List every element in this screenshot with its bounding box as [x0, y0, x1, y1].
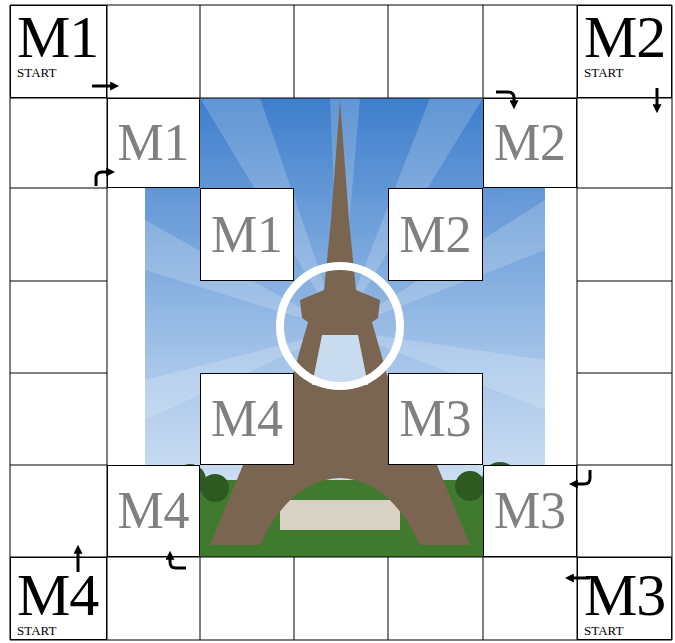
- player-label: M1: [117, 115, 189, 171]
- home-cell: M3: [388, 373, 483, 465]
- home-cell: M4: [107, 465, 200, 557]
- turn-arrow: [496, 92, 514, 102]
- home-cell: M2: [483, 98, 577, 188]
- start-label: START: [17, 66, 100, 79]
- home-cell: M2: [388, 188, 483, 281]
- home-cell: M3: [483, 465, 577, 557]
- start-arrow: [92, 85, 112, 88]
- player-label: M1: [211, 207, 283, 263]
- player-label: M2: [399, 207, 471, 263]
- turn-arrow: [170, 558, 186, 568]
- home-cell: M4: [200, 373, 294, 465]
- turn-arrow: [96, 172, 108, 186]
- turn-arrow: [576, 470, 590, 484]
- player-label: M3: [494, 483, 566, 539]
- player-label: M3: [399, 391, 471, 447]
- center-ring: [280, 266, 400, 386]
- home-cell: M1: [107, 98, 200, 188]
- start-label: START: [584, 66, 665, 79]
- start-cell: M3START: [577, 557, 672, 640]
- start-cell: M4START: [10, 557, 107, 640]
- player-label: M4: [117, 483, 189, 539]
- start-arrow: [77, 552, 80, 572]
- start-label: START: [17, 624, 100, 637]
- player-label: M4: [17, 566, 100, 624]
- start-cell: M1START: [10, 5, 107, 98]
- player-label: M2: [494, 115, 566, 171]
- start-label: START: [584, 624, 665, 637]
- player-label: M1: [17, 8, 100, 66]
- home-cell: M1: [200, 188, 294, 281]
- player-label: M4: [211, 391, 283, 447]
- start-cell: M2START: [577, 5, 672, 98]
- player-label: M3: [584, 566, 665, 624]
- start-arrow: [572, 577, 590, 580]
- start-arrow: [656, 88, 659, 106]
- player-label: M2: [584, 8, 665, 66]
- board-grid: [10, 5, 672, 640]
